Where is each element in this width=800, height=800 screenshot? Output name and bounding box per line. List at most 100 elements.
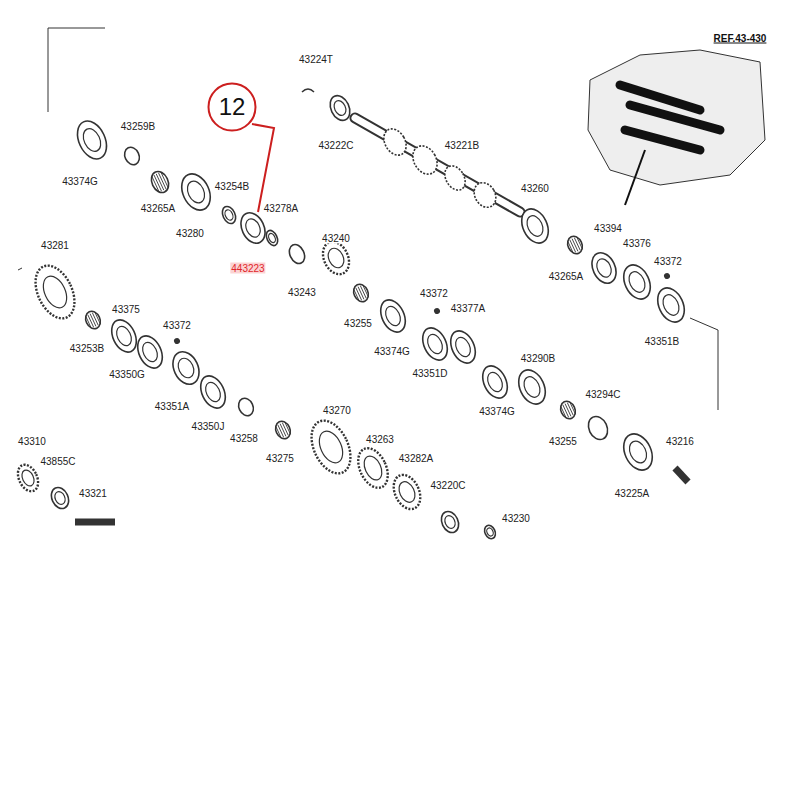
frame-line — [18, 268, 22, 270]
part-illustration — [446, 327, 480, 367]
part-number: 43375 — [111, 304, 141, 315]
part-number: 43372 — [419, 288, 449, 299]
part-number: 43254B — [214, 181, 250, 192]
part-illustration — [176, 169, 216, 214]
leader-line — [252, 124, 274, 212]
rod — [75, 519, 115, 526]
part-illustration — [286, 242, 307, 266]
part-illustration — [196, 372, 230, 412]
shaft — [355, 118, 520, 212]
part-number: 43394 — [593, 223, 623, 234]
part-number: 43265A — [140, 203, 176, 214]
part-illustration — [433, 307, 441, 315]
part-illustration — [565, 234, 585, 256]
shaft-body — [355, 118, 520, 212]
part-number: 43351D — [411, 368, 448, 379]
part-illustration — [351, 282, 371, 304]
part-number: 43259B — [120, 121, 156, 132]
part-number: 43260 — [520, 183, 550, 194]
part-number: 43351B — [644, 336, 680, 347]
part-number: 43280 — [175, 228, 205, 239]
part-illustration — [587, 249, 620, 287]
callout-number: 12 — [207, 82, 257, 132]
inset-pointer — [625, 150, 645, 205]
frame-line — [690, 318, 718, 410]
part-illustration — [618, 429, 658, 474]
part-number: 43374G — [373, 346, 411, 357]
part-number: 43275 — [265, 453, 295, 464]
part-illustration — [122, 145, 142, 167]
part-number: 43221B — [444, 140, 480, 151]
shaft-gear — [441, 162, 470, 194]
part-number: 43374G — [478, 406, 516, 417]
part-illustration — [558, 399, 578, 421]
part-number: 43290B — [520, 353, 556, 364]
part-illustration — [514, 366, 551, 409]
part-number: 43351A — [154, 401, 190, 412]
part-illustration — [389, 471, 426, 514]
shaft-gear — [408, 142, 442, 179]
frame-line — [48, 28, 105, 29]
part-illustration — [318, 238, 354, 279]
part-illustration — [653, 284, 690, 327]
part-number: 43230 — [501, 513, 531, 524]
part-number: 43376 — [622, 238, 652, 249]
part-number: 43255 — [343, 318, 373, 329]
frame-line — [48, 28, 49, 112]
part-number: 43372 — [653, 256, 683, 267]
clip — [302, 89, 314, 92]
part-number: 43216 — [665, 436, 695, 447]
part-number: 443223 — [230, 263, 265, 274]
shaft-gear — [470, 179, 500, 212]
part-illustration — [418, 324, 452, 364]
callout-circle: 12 — [207, 82, 257, 132]
part-number: 43377A — [450, 303, 486, 314]
part-number: 43310 — [17, 436, 47, 447]
shaft-gear — [379, 125, 410, 159]
part-number: 43258 — [229, 433, 259, 444]
part-illustration — [72, 116, 112, 163]
part-number: 43243 — [287, 287, 317, 298]
part-number: 43225A — [614, 488, 650, 499]
part-number: 43855C — [39, 456, 76, 467]
reference-note: REF.43-430 — [713, 33, 768, 44]
part-number: 43350G — [108, 369, 146, 380]
part-illustration — [376, 296, 410, 336]
part-illustration — [133, 332, 167, 372]
part-number: 43253B — [69, 343, 105, 354]
part-illustration — [438, 509, 462, 536]
part-number: 43374G — [61, 176, 99, 187]
part-number: 43278A — [263, 203, 299, 214]
inset-shaft — [625, 130, 700, 150]
part-illustration — [585, 413, 611, 442]
inset-shaft — [630, 105, 720, 130]
part-number: 43263 — [365, 434, 395, 445]
part-illustration — [48, 485, 72, 512]
part-number: 43255 — [548, 436, 578, 447]
part-illustration — [352, 443, 393, 492]
part-number: 43350J — [191, 421, 226, 432]
part-illustration — [148, 169, 172, 196]
part-number: 43224T — [298, 54, 334, 65]
part-illustration — [236, 209, 269, 247]
housing-inset — [588, 50, 765, 185]
part-illustration — [264, 229, 280, 248]
part-illustration — [14, 462, 42, 495]
part-illustration — [236, 396, 256, 418]
part-illustration — [83, 309, 103, 331]
part-illustration — [517, 205, 554, 248]
part-number: 43270 — [322, 405, 352, 416]
part-illustration — [168, 348, 204, 389]
part-number: 43240 — [321, 233, 351, 244]
part-number: 43321 — [78, 488, 108, 499]
part-illustration — [28, 259, 82, 324]
part-number: 43265A — [548, 271, 584, 282]
part-illustration — [173, 337, 181, 345]
part-number: 43282A — [398, 453, 434, 464]
pin — [675, 468, 688, 482]
part-illustration — [107, 316, 141, 356]
part-number: 43220C — [429, 480, 466, 491]
part-number: 43222C — [317, 140, 354, 151]
part-illustration — [326, 92, 353, 123]
part-illustration — [619, 261, 656, 304]
